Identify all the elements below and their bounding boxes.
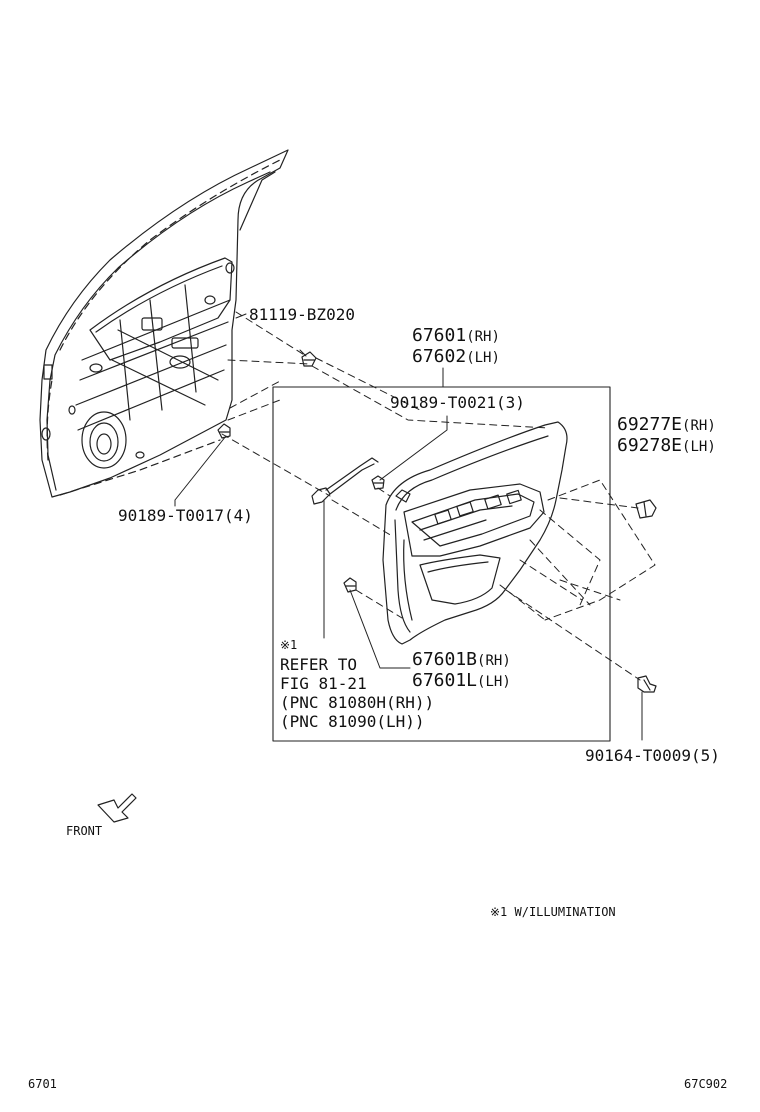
part-number-67601: 67601 [412,325,467,346]
lh-suffix: (LH) [466,350,500,366]
illumination-reference-note: ※1 REFER TO FIG 81-21 (PNC 81080H(RH)) (… [280,636,434,731]
clip-81119-bz020 [301,351,317,367]
note-line-3: (PNC 81080H(RH)) [280,693,435,712]
note-mark: ※1 [280,638,298,652]
screw-90164-t0009 [637,675,657,693]
figure-code: 67C902 [684,1077,728,1091]
illumination-legend: ※1 W/ILLUMINATION [490,905,616,919]
part-number-69278e: 69278E [617,435,683,456]
note-line-2: FIG 81-21 [280,674,367,693]
clip-90189-t0021 [371,475,385,490]
note-line-4: (PNC 81090(LH)) [280,712,425,731]
lh-suffix: (LH) [682,439,716,455]
clip-67601b [343,577,357,593]
door-trim-board [382,421,568,645]
part-number-90189-t0021: 90189-T0021(3) [390,393,525,412]
lh-suffix: (LH) [477,674,511,690]
leader-lines [174,313,643,741]
rh-suffix: (RH) [682,418,716,434]
part-number-67601b-group: 67601B(RH) 67601L(LH) [412,650,511,692]
part-number-90189-t0017: 90189-T0017(4) [118,506,253,525]
note-line-1: REFER TO [280,655,358,674]
illumination-harness [311,457,379,505]
front-arrow-icon [97,793,137,823]
part-number-69277e-group: 69277E(RH) 69278E(LH) [617,415,716,457]
part-number-67601b: 67601B [412,649,478,670]
front-label: FRONT [66,824,103,838]
part-number-67601-group: 67601(RH) 67602(LH) [412,326,500,368]
rh-suffix: (RH) [477,653,511,669]
part-number-67601l: 67601L [412,670,478,691]
door-inner-panel [39,149,289,498]
part-number-67602: 67602 [412,346,467,367]
clip-90189-t0017 [217,423,231,439]
figure-number: 6701 [28,1077,57,1091]
part-number-81119-bz020: 81119-BZ020 [249,305,355,324]
part-number-90164-t0009: 90164-T0009(5) [585,746,720,765]
part-number-69277e: 69277E [617,414,683,435]
rh-suffix: (RH) [466,329,500,345]
cap-69277e [635,499,657,519]
projection-lines [221,311,656,681]
assembly-group-box [272,386,611,742]
